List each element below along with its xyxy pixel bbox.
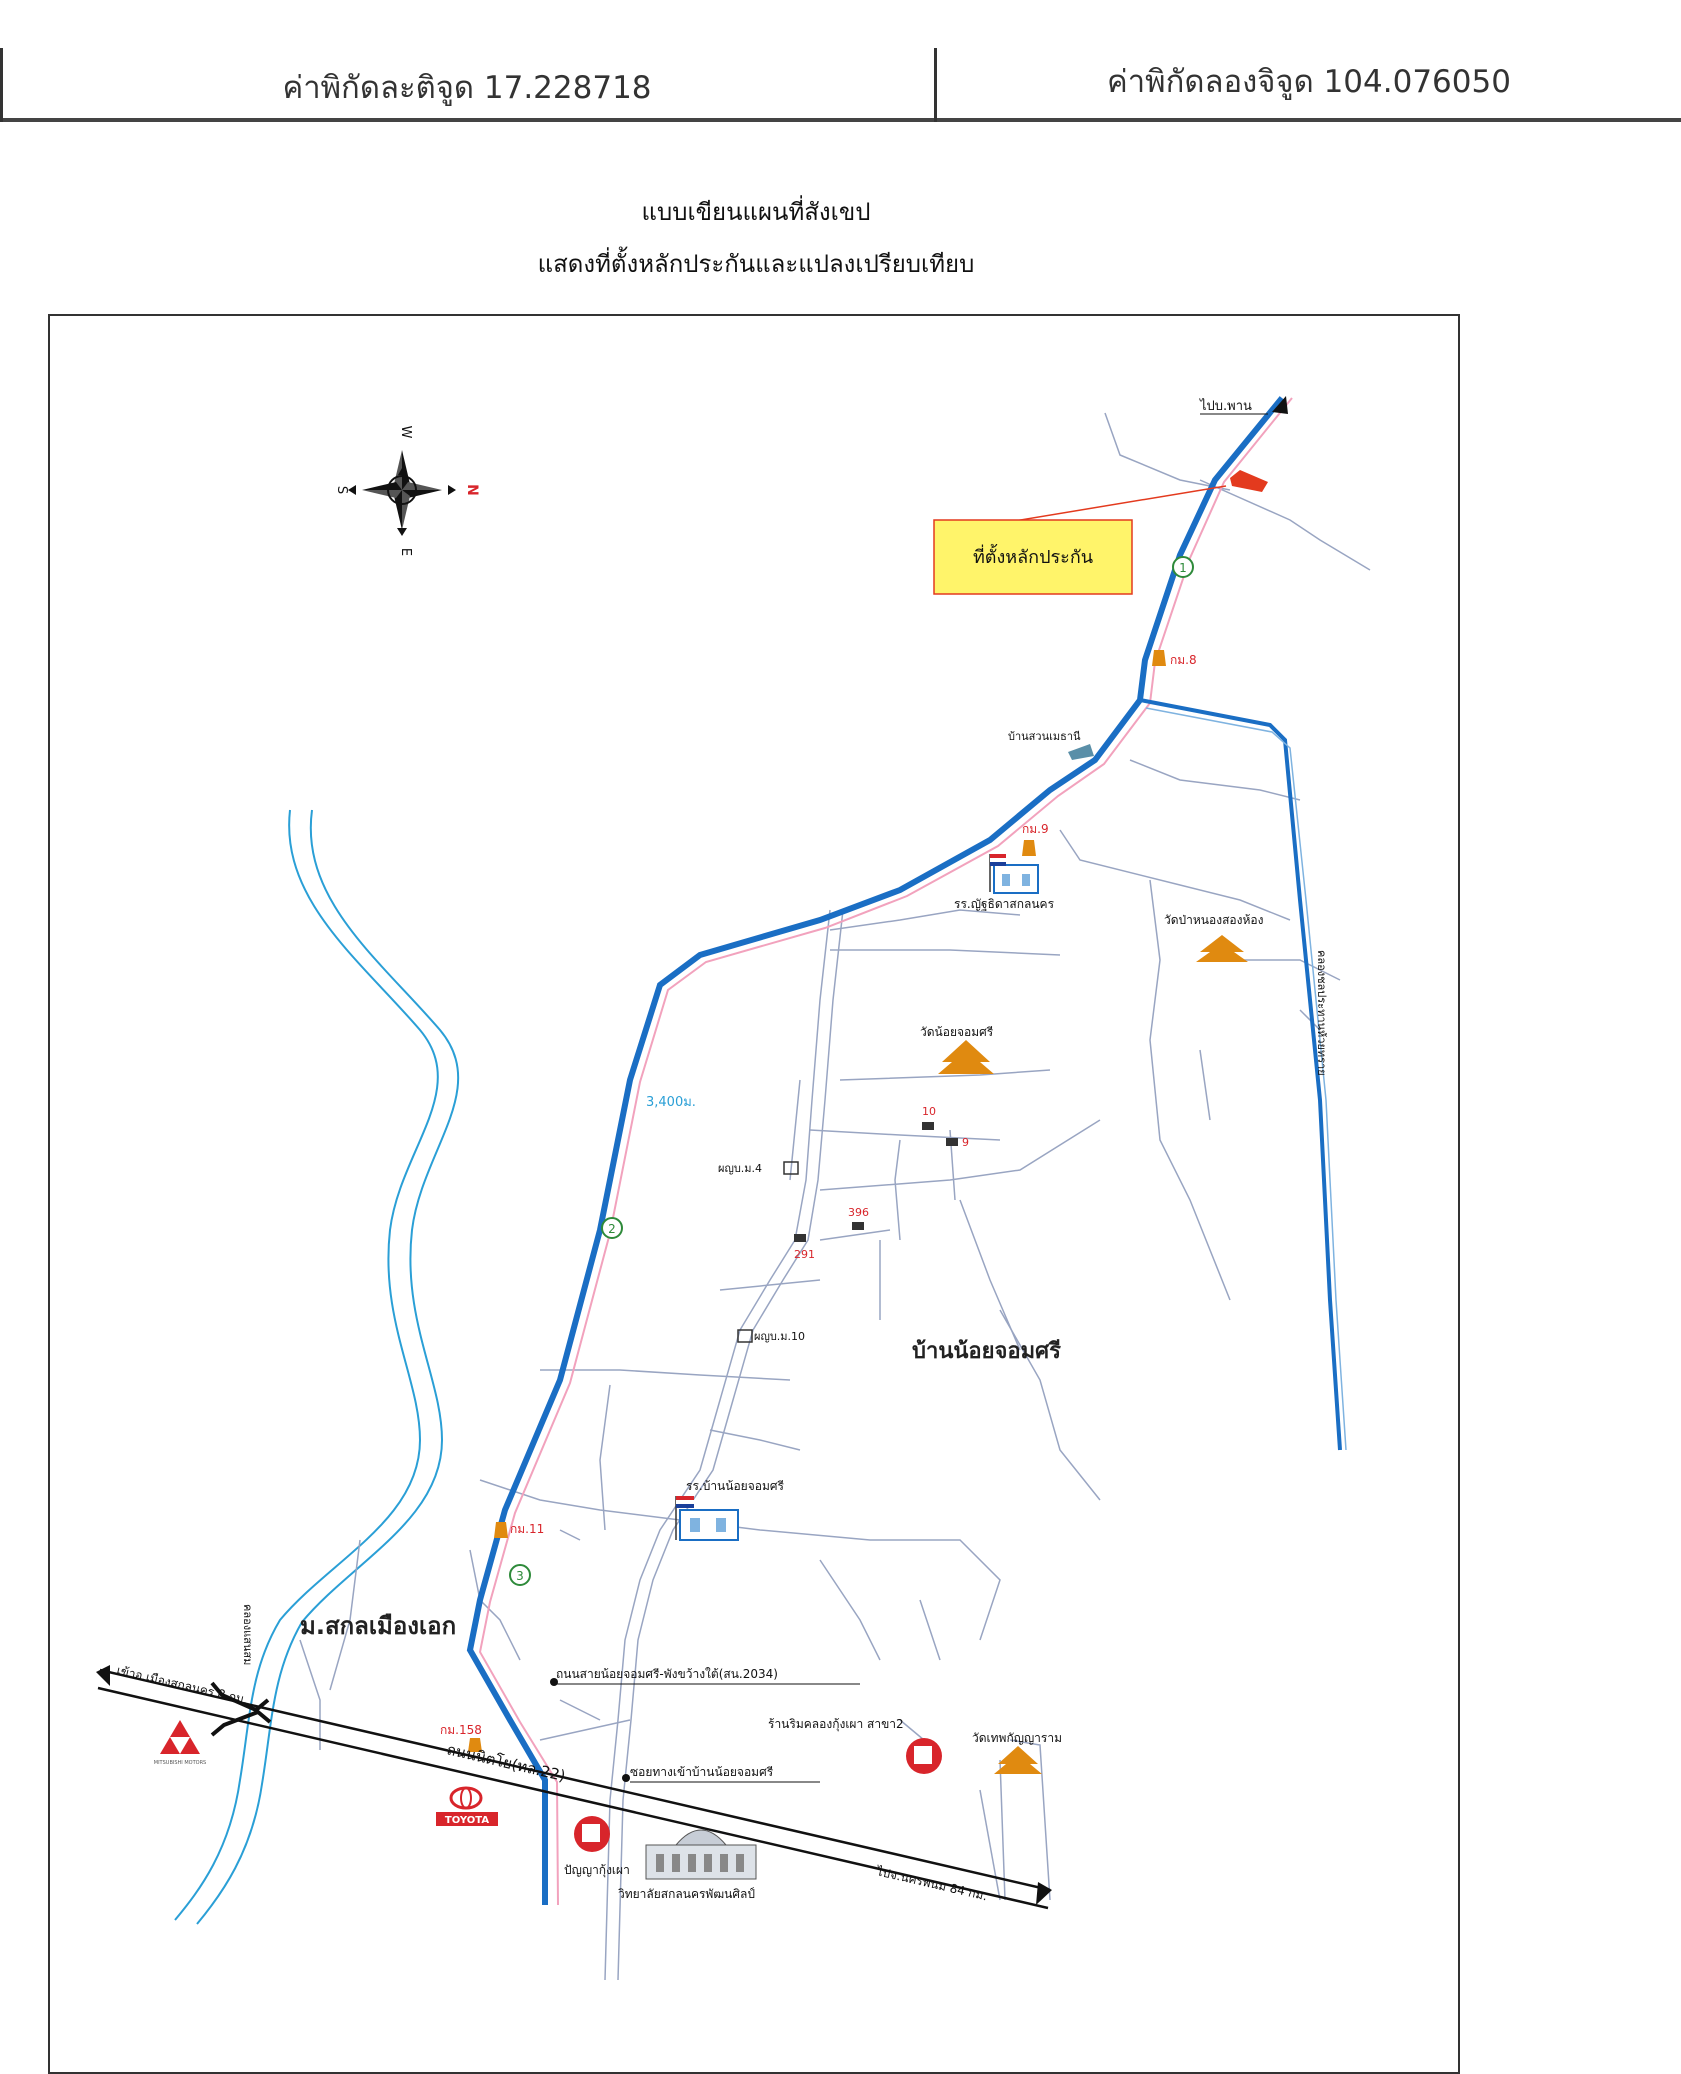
route-marker-2-text: 2: [608, 1222, 616, 1236]
school-village-label: รร.บ้านน้อยจอมศรี: [686, 1479, 784, 1493]
collateral-label: ที่ตั้งหลักประกัน: [973, 544, 1093, 568]
km8-marker: กม.8: [1152, 650, 1197, 667]
restaurant-2-icon: ร้านริมคลองกุ้งเผา สาขา2: [768, 1717, 942, 1774]
compass-rose: N S W E: [334, 426, 480, 557]
route-marker-3-text: 3: [516, 1569, 524, 1583]
compass-w: W: [398, 426, 413, 439]
house-291: 291: [794, 1234, 815, 1261]
wat-pa-label: วัดป่าหนองสองห้อง: [1164, 913, 1263, 927]
route-marker-3: 3: [509, 1564, 531, 1586]
compass-s: S: [334, 486, 349, 494]
km11-marker: กม.11: [494, 1522, 544, 1538]
compass-n: N: [464, 484, 480, 496]
route-marker-1-text: 1: [1179, 561, 1187, 575]
ban-suan-label: บ้านสวนเมธานี: [1008, 730, 1081, 743]
nitayo-road-arrow-right: [1036, 1882, 1052, 1905]
irrigation-canal: [1139, 698, 1347, 1451]
college-building-icon: วิทยาลัยสกลนครพัฒนศิลป์: [618, 1829, 757, 1901]
km158-marker: กม.158: [440, 1723, 482, 1752]
village-hall-10: ผญบ.ม.10: [737, 1329, 805, 1343]
road-2034-label: ถนนสายน้อยจอมศรี-พังขว้างใต้(สน.2034): [556, 1667, 778, 1681]
km9-label: กม.9: [1022, 822, 1049, 836]
route-marker-2: 2: [601, 1217, 623, 1239]
toyota-logo: TOYOTA: [436, 1786, 498, 1826]
house-9: 9: [946, 1136, 969, 1149]
ban-suan-marker: บ้านสวนเมธานี: [1008, 730, 1094, 760]
canal-left-water: [174, 809, 460, 1925]
school-top-label: รร.ญัฐธิดาสกลนคร: [954, 897, 1055, 911]
mitsubishi-logo: MITSUBISHI MOTORS: [154, 1720, 206, 1766]
house-396: 396: [848, 1206, 869, 1230]
wat-noi-icon: วัดน้อยจอมศรี: [920, 1025, 994, 1074]
map-title-line1: แบบเขียนแผนที่สังเขป: [641, 198, 871, 226]
soi-entrance-group: ซอยทางเข้าบ้านน้อยจอมศรี: [622, 1765, 820, 1783]
header-left-border: [0, 48, 3, 122]
collateral-marker: ที่ตั้งหลักประกัน: [933, 470, 1268, 595]
nitayo-road-label: ถนนนิตโย(ทล.22): [445, 1740, 567, 1785]
restaurant-2-label: ร้านริมคลองกุ้งเผา สาขา2: [768, 1717, 904, 1732]
latitude-label: ค่าพิกัดละติจูด 17.228718: [282, 70, 652, 106]
school-top-icon: รร.ญัฐธิดาสกลนคร: [954, 854, 1055, 911]
mitsubishi-label: MITSUBISHI MOTORS: [154, 1760, 206, 1766]
village-name-label: บ้านน้อยจอมศรี: [912, 1339, 1061, 1364]
restaurant-1-label: ปัญญากุ้งเผา: [564, 1863, 630, 1878]
school-village-icon: รร.บ้านน้อยจอมศรี: [675, 1479, 784, 1541]
toyota-label: TOYOTA: [445, 1815, 489, 1826]
wat-noi-label: วัดน้อยจอมศรี: [920, 1025, 994, 1039]
distance-label: 3,400ม.: [646, 1095, 696, 1110]
house-291-label: 291: [794, 1248, 815, 1261]
house-396-label: 396: [848, 1206, 869, 1219]
canal-left-label: คลองแสนสม: [241, 1604, 254, 1665]
restaurant-1-icon: ปัญญากุ้งเผา: [564, 1816, 630, 1878]
main-highway: [466, 396, 1293, 1906]
college-label: วิทยาลัยสกลนครพัฒนศิลป์: [618, 1887, 755, 1901]
minor-roads: [299, 412, 1371, 1981]
road-2034-label-group: ถนนสายน้อยจอมศรี-พังขว้างใต้(สน.2034): [550, 1667, 860, 1686]
header-divider: [934, 48, 937, 122]
village-hall-10-label: ผญบ.ม.10: [754, 1330, 805, 1343]
to-city-label: เข้าอ.เมืองสกลนคร 8 กม.: [115, 1663, 249, 1707]
longitude-label: ค่าพิกัดลองจิจูด 104.076050: [1107, 64, 1511, 100]
house-9-label: 9: [962, 1136, 969, 1149]
bridge: [210, 1681, 272, 1737]
to-phan-marker: ไปบ.พาน: [1199, 396, 1288, 415]
map-title-line2: แสดงที่ตั้งหลักประกันและแปลงเปรียบเทียบ: [537, 250, 975, 278]
house-10: 10: [922, 1105, 936, 1130]
to-nakhon-phanom-label: ไปจ.นครพนม 84 กม.: [874, 1864, 988, 1903]
coordinate-header: ค่าพิกัดละติจูด 17.228718 ค่าพิกัดลองจิจ…: [0, 0, 1681, 122]
compass-e: E: [398, 548, 413, 556]
soi-entrance-label: ซอยทางเข้าบ้านน้อยจอมศรี: [630, 1765, 774, 1779]
wat-thep-icon: วัดเทพกัญญาราม: [972, 1731, 1062, 1774]
km9-marker: กม.9: [1022, 822, 1049, 856]
km158-label: กม.158: [440, 1723, 482, 1737]
map-frame: [48, 314, 1460, 2074]
wat-thep-label: วัดเทพกัญญาราม: [972, 1731, 1062, 1745]
to-phan-label: ไปบ.พาน: [1199, 398, 1252, 414]
wat-pa-icon: วัดป่าหนองสองห้อง: [1164, 913, 1263, 962]
km8-label: กม.8: [1170, 653, 1197, 667]
km11-label: กม.11: [510, 1522, 544, 1536]
village-hall-4: ผญบ.ม.4: [718, 1161, 799, 1175]
nitayo-road-arrow-left: [96, 1665, 110, 1686]
village-hall-4-label: ผญบ.ม.4: [718, 1162, 762, 1175]
route-marker-1: 1: [1172, 556, 1194, 578]
house-10-label: 10: [922, 1105, 936, 1118]
municipality-label: ม.สกลเมืองเอก: [300, 1612, 456, 1640]
canal-right-label: คลองชลประทานห้วยทราย: [1315, 950, 1328, 1076]
